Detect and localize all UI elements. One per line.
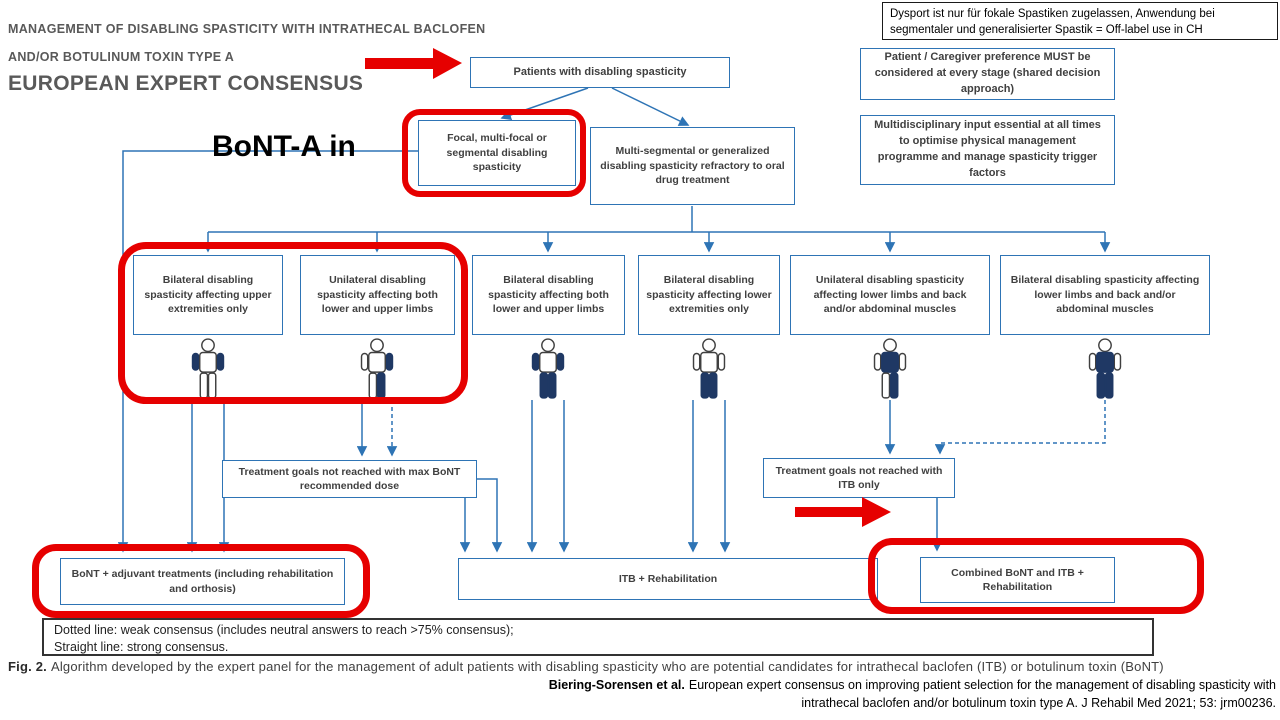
body-map-icon-unilateral-lower-back bbox=[873, 338, 907, 399]
dysport-offlabel-note: Dysport ist nur für fokale Spastiken zug… bbox=[882, 2, 1278, 40]
node-combined-bont-itb: Combined BoNT and ITB + Rehabilitation bbox=[920, 557, 1115, 603]
node-bilateral-lower: Bilateral disabling spasticity affecting… bbox=[638, 255, 780, 335]
node-bont-adjuvant: BoNT + adjuvant treatments (including re… bbox=[60, 558, 345, 605]
highlight-ring-bont-adjuvant bbox=[32, 544, 370, 618]
title-line-2: AND/OR BOTULINUM TOXIN TYPE A bbox=[8, 50, 235, 64]
highlight-ring-upper-unilateral-group bbox=[118, 242, 468, 404]
highlight-ring-combined bbox=[868, 538, 1204, 614]
node-multisegmental-spasticity: Multi-segmental or generalized disabling… bbox=[590, 127, 795, 205]
body-map-icon-bilateral-lower-back bbox=[1088, 338, 1122, 399]
highlight-ring-focal bbox=[402, 109, 586, 197]
legend-straight-line: Straight line: strong consensus. bbox=[54, 639, 229, 654]
multidisciplinary-note: Multidisciplinary input essential at all… bbox=[860, 115, 1115, 185]
title-line-1: MANAGEMENT OF DISABLING SPASTICITY WITH … bbox=[8, 22, 486, 36]
citation-text: European expert consensus on improving p… bbox=[688, 678, 1276, 711]
title-line-3: EUROPEAN EXPERT CONSENSUS bbox=[8, 72, 364, 95]
node-unilateral-lower-back: Unilateral disabling spasticity affectin… bbox=[790, 255, 990, 335]
patient-preference-note: Patient / Caregiver preference MUST be c… bbox=[860, 48, 1115, 100]
body-map-icon-bilateral-both bbox=[531, 338, 565, 399]
red-arrow-top bbox=[365, 48, 462, 79]
figure-caption-text: Algorithm developed by the expert panel … bbox=[50, 659, 1164, 674]
red-arrow-middle bbox=[795, 497, 891, 527]
node-goals-not-reached-itb: Treatment goals not reached with ITB onl… bbox=[763, 458, 955, 498]
node-bilateral-both: Bilateral disabling spasticity affecting… bbox=[472, 255, 625, 335]
bont-a-annotation: BoNT-A in bbox=[212, 130, 356, 163]
node-focal-spasticity: Focal, multi-focal or segmental disablin… bbox=[418, 120, 576, 186]
legend-dotted-line: Dotted line: weak consensus (includes ne… bbox=[54, 623, 514, 637]
node-patients: Patients with disabling spasticity bbox=[470, 57, 730, 88]
citation: Biering-Sorensen et al.European expert c… bbox=[501, 676, 1276, 712]
citation-authors: Biering-Sorensen et al. bbox=[548, 678, 685, 692]
consensus-legend: Dotted line: weak consensus (includes ne… bbox=[42, 618, 1154, 656]
node-itb-rehabilitation: ITB + Rehabilitation bbox=[458, 558, 878, 600]
node-bilateral-lower-back: Bilateral disabling spasticity affecting… bbox=[1000, 255, 1210, 335]
figure-label: Fig. 2. bbox=[8, 659, 47, 674]
body-map-icon-bilateral-lower bbox=[692, 338, 726, 399]
figure-caption: Fig. 2.Algorithm developed by the expert… bbox=[8, 658, 1223, 676]
node-goals-not-reached-bont: Treatment goals not reached with max BoN… bbox=[222, 460, 477, 498]
